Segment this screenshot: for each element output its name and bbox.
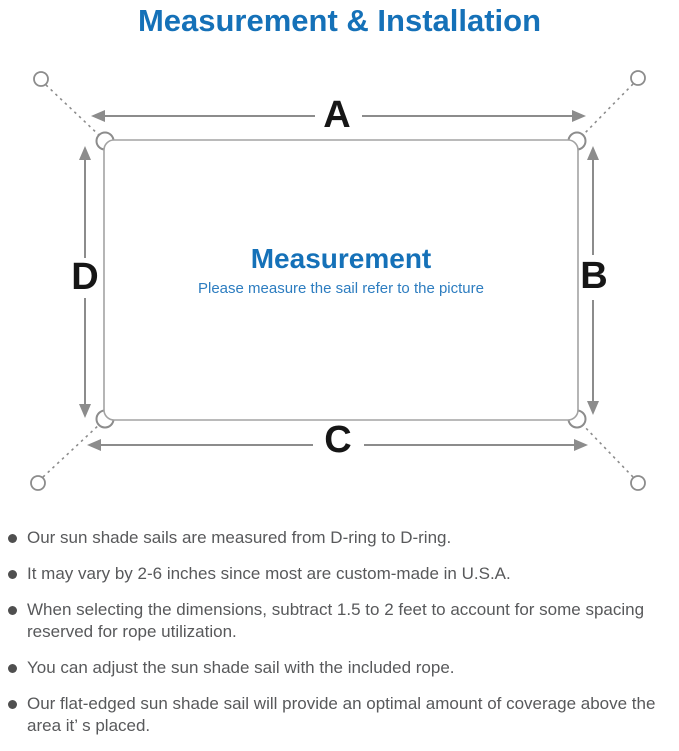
note-text: Our sun shade sails are measured from D-… [27,528,452,547]
sail-shape [103,139,579,421]
anchor-point-icon-top-right [630,70,646,86]
note-text: You can adjust the sun shade sail with t… [27,658,455,677]
note-item: Our flat-edged sun shade sail will provi… [8,693,677,737]
note-item: Our sun shade sails are measured from D-… [8,527,677,549]
note-item: You can adjust the sun shade sail with t… [8,657,677,679]
note-text: It may vary by 2-6 inches since most are… [27,564,511,583]
dimension-label-b: B [580,255,608,297]
rope-dashed-line-bottom-left [42,422,102,478]
measurement-subtitle: Please measure the sail refer to the pic… [198,280,484,297]
note-text: When selecting the dimensions, subtract … [27,600,645,641]
notes-list: Our sun shade sails are measured from D-… [8,527,677,751]
anchor-point-icon-bottom-right [630,475,646,491]
rope-dashed-line-top-right [580,83,634,138]
page-title: Measurement & Installation [137,3,542,38]
sail-center-text: Measurement Please measure the sail refe… [104,243,578,297]
dimension-label-d: D [71,256,99,298]
note-item: When selecting the dimensions, subtract … [8,599,677,643]
rope-dashed-line-bottom-right [580,422,634,478]
measurement-diagram [30,70,646,491]
note-item: It may vary by 2-6 inches since most are… [8,563,677,585]
dimension-label-c: C [324,419,352,461]
anchor-point-icon-top-left [33,71,49,87]
measurement-heading: Measurement [250,243,432,274]
note-text: Our flat-edged sun shade sail will provi… [27,694,656,735]
anchor-point-icon-bottom-left [30,475,46,491]
dimension-label-a: A [323,94,351,136]
rope-dashed-line-top-left [45,84,102,138]
